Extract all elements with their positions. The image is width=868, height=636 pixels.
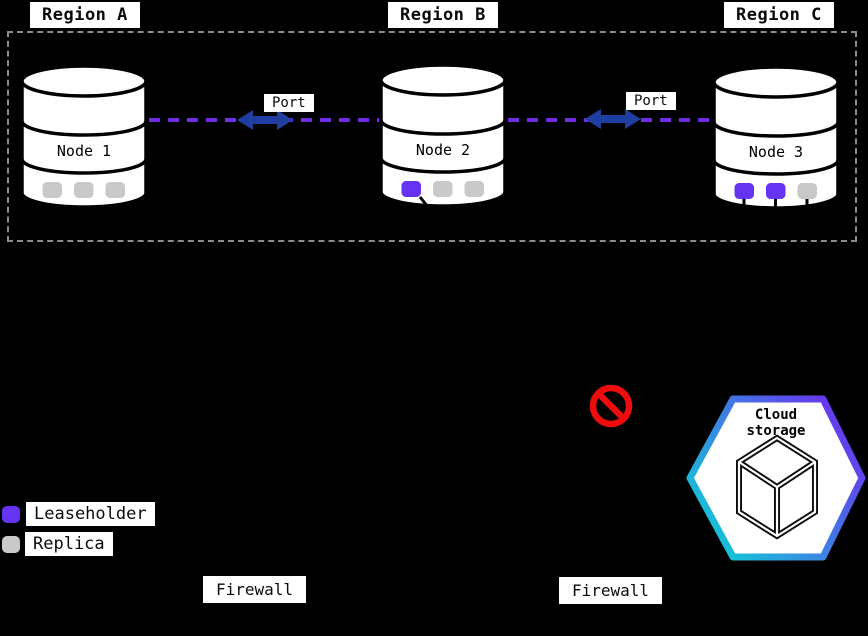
legend-leaseholder-label: Leaseholder xyxy=(26,502,155,526)
cloud-storage-label-line1: Cloud xyxy=(755,407,797,423)
prohibited-icon xyxy=(589,384,633,428)
node-label: Node 2 xyxy=(416,141,470,159)
legend-leaseholder-swatch-icon xyxy=(2,506,20,523)
leaseholder-slot-icon xyxy=(734,183,754,199)
legend-replica-label: Replica xyxy=(25,532,113,556)
region-c-label: Region C xyxy=(724,2,834,28)
leaseholder-slot-icon xyxy=(766,183,786,199)
replica-slot-icon xyxy=(74,182,94,198)
double-arrow-icon xyxy=(237,110,293,130)
port-label: Port xyxy=(626,92,676,110)
double-arrow-icon xyxy=(585,109,641,129)
region-b-label: Region B xyxy=(388,2,498,28)
legend-replica-swatch-icon xyxy=(2,536,20,553)
firewall-label-1: Firewall xyxy=(203,576,307,603)
leaseholder-pointer-line xyxy=(418,196,434,213)
cloud-storage-label-line2: storage xyxy=(746,423,805,439)
node-3-database-icon: Node 3 xyxy=(712,65,840,214)
node-label: Node 1 xyxy=(57,142,111,160)
cube-icon xyxy=(736,434,818,540)
regions-boundary-box xyxy=(7,31,857,242)
leaseholder-slot-icon xyxy=(401,181,421,197)
replica-slot-icon xyxy=(433,181,453,197)
region-a-label: Region A xyxy=(30,2,140,28)
cloud-storage-hexagon: Cloud storage xyxy=(686,395,866,561)
firewall-label-2: Firewall xyxy=(559,577,663,604)
replica-slot-icon xyxy=(464,181,484,197)
node-2-database-icon: Node 2 xyxy=(379,63,507,213)
replica-slot-icon xyxy=(42,182,62,198)
port-label: Port xyxy=(264,94,314,112)
node-label: Node 3 xyxy=(749,143,803,161)
node-1-database-icon: Node 1 xyxy=(20,64,148,209)
replica-slot-icon xyxy=(105,182,125,198)
replica-slot-icon xyxy=(797,183,817,199)
